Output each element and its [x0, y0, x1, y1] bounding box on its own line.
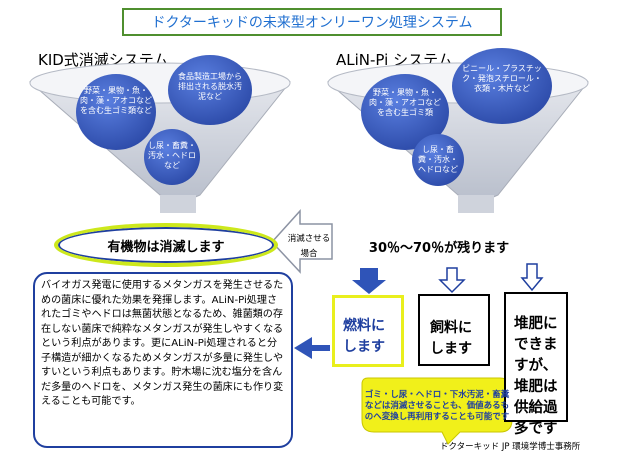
arrow-to-fuel	[352, 268, 386, 294]
credit-text: ドクターキッド JP 環境学博士事務所	[440, 442, 581, 452]
diagram-title: ドクターキッドの未来型オンリーワン処理システム	[122, 8, 502, 36]
explanation-text: バイオガス発電に使用するメタンガスを発生させるための菌床に優れた効果を発揮します…	[33, 272, 293, 448]
elimination-case-label: 消滅させる場合	[287, 234, 331, 259]
reuse-note: ゴミ・し尿・ヘドロ・下水汚泥・畜糞などは消滅させることも、価値あるものへ変換し再…	[364, 389, 510, 422]
arrow-fuel-to-explanation	[294, 337, 330, 359]
compost-box: 堆肥にできますが、堆肥は供給過多です	[504, 292, 568, 437]
fuel-box: 燃料にします	[332, 295, 404, 367]
fuel-label: 燃料にします	[343, 318, 385, 355]
left-circle-sewage-text: し尿・畜糞・汚水・ヘドロなど	[148, 141, 196, 170]
right-circle-sewage	[412, 134, 464, 186]
remaining-label: 30％～70％が残ります	[368, 240, 510, 256]
left-circle-sewage	[144, 129, 200, 185]
right-circle-sewage-text: し尿・畜糞・汚水・ヘドロなど	[418, 145, 458, 174]
right-circle-plastics-text: ビニール・プラスチック・発泡スチロール・衣類・木片など	[462, 64, 542, 93]
eliminated-label: 有機物は消滅します	[54, 223, 278, 267]
arrow-to-feed	[438, 267, 466, 294]
feed-label: 飼料にします	[430, 320, 472, 357]
right-circle-food-waste	[361, 74, 449, 150]
compost-label: 堆肥にできますが、堆肥は供給過多です	[514, 316, 558, 437]
right-circle-food-waste-text: 野菜・果物・魚・肉・藻・アオコなどを含む生ゴミ類	[369, 88, 441, 117]
left-circle-food-waste	[76, 74, 156, 150]
left-circle-food-waste-text: 野菜・果物・魚・肉・藻・アオコなどを含む生ゴミ類など	[80, 86, 152, 115]
arrow-to-compost	[520, 263, 544, 292]
left-circle-sludge	[168, 55, 252, 125]
feed-box: 飼料にします	[418, 294, 490, 366]
left-circle-sludge-text: 食品製造工場から排出される脱水汚泥など	[178, 72, 242, 101]
right-circle-plastics	[452, 48, 552, 124]
